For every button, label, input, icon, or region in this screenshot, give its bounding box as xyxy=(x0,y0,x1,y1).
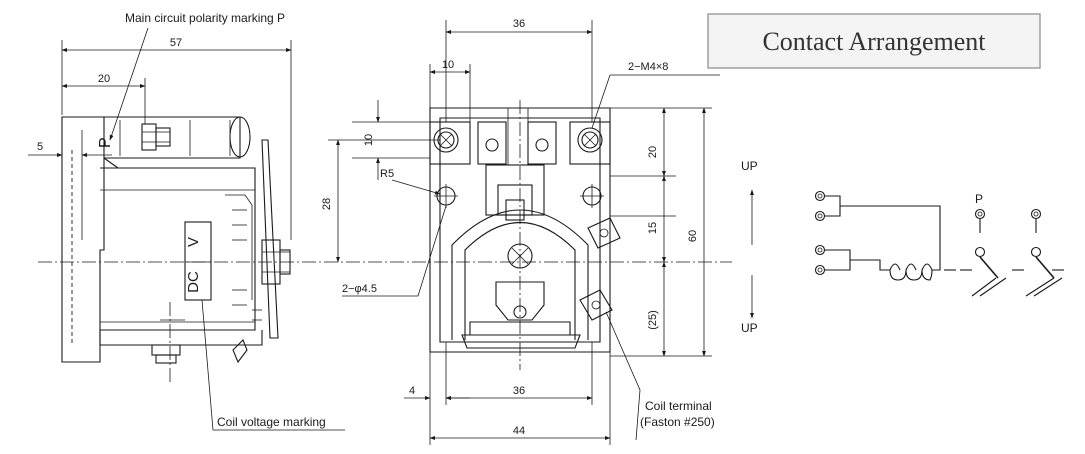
coil-voltage-label: Coil voltage marking xyxy=(217,415,326,429)
contact-2-blade xyxy=(1035,256,1055,279)
v-mark: V xyxy=(185,237,202,247)
coil-voltage-leader xyxy=(201,299,345,431)
terminal-arm xyxy=(261,139,279,339)
contact-1-bottom xyxy=(974,246,986,258)
dim-28: 28 xyxy=(321,198,333,210)
polarity-marking-label: Main circuit polarity marking P xyxy=(125,11,285,25)
front-view: 36 10 2−M4×8 10 28 R5 2−φ4.5 20 15 xyxy=(321,18,758,445)
mounting-plate xyxy=(61,116,105,363)
dim-36-bottom: 36 xyxy=(513,385,525,397)
contact-schematic: P xyxy=(814,190,1064,297)
dim-25: (25) xyxy=(647,310,659,330)
dim-20-left: 20 xyxy=(98,73,110,85)
polarity-p: P xyxy=(975,192,983,206)
coil-terminal-upper xyxy=(587,217,621,249)
screw-right xyxy=(577,127,603,153)
up-top-label: UP xyxy=(741,159,758,173)
dim-20-right: 20 xyxy=(647,146,659,158)
coil-terminal-leader xyxy=(605,311,641,441)
dim-57: 57 xyxy=(170,37,182,49)
hole-spec: 2−φ4.5 xyxy=(342,283,377,295)
contact-2-top xyxy=(1030,208,1042,220)
title-box: Contact Arrangement xyxy=(707,13,1041,69)
screw-block-left xyxy=(429,121,471,165)
dim-36-top: 36 xyxy=(513,18,525,30)
dim-10-top: 10 xyxy=(442,59,454,71)
radius-label: R5 xyxy=(380,168,394,180)
coil-terminal-label-2: (Faston #250) xyxy=(640,415,715,429)
terminal-2 xyxy=(814,210,826,222)
dim-60: 60 xyxy=(687,230,699,242)
coil-housing xyxy=(100,167,256,331)
body-polarity-mark: P xyxy=(97,137,114,148)
coil-terminal-label-1: Coil terminal xyxy=(645,399,712,413)
armature xyxy=(104,116,241,159)
dim-44: 44 xyxy=(513,425,525,437)
contact-1-blade xyxy=(979,256,999,279)
contact-1-top xyxy=(974,208,986,220)
dim-5: 5 xyxy=(37,141,43,153)
polarity-leader xyxy=(109,27,149,141)
coil-terminal-lower xyxy=(579,289,613,321)
dim-4: 4 xyxy=(409,385,415,397)
up-bottom-label: UP xyxy=(741,321,758,335)
dc-mark: DC xyxy=(185,271,202,293)
screw-spec-leader xyxy=(591,74,720,129)
contact-2-bottom xyxy=(1030,246,1042,258)
terminal-4 xyxy=(814,264,826,276)
page-title: Contact Arrangement xyxy=(762,27,986,56)
terminal-3 xyxy=(814,244,826,256)
screw-block-right xyxy=(569,121,611,165)
dim-15: 15 xyxy=(647,222,659,234)
coil-symbol xyxy=(889,269,933,281)
terminal-1 xyxy=(814,190,826,202)
coil-voltage-plate xyxy=(184,221,212,301)
side-view: DC V P 57 20 5 Main circuit polarity mar… xyxy=(28,11,732,431)
hole-spec-leader xyxy=(342,205,447,297)
screw-spec: 2−M4×8 xyxy=(628,61,668,73)
